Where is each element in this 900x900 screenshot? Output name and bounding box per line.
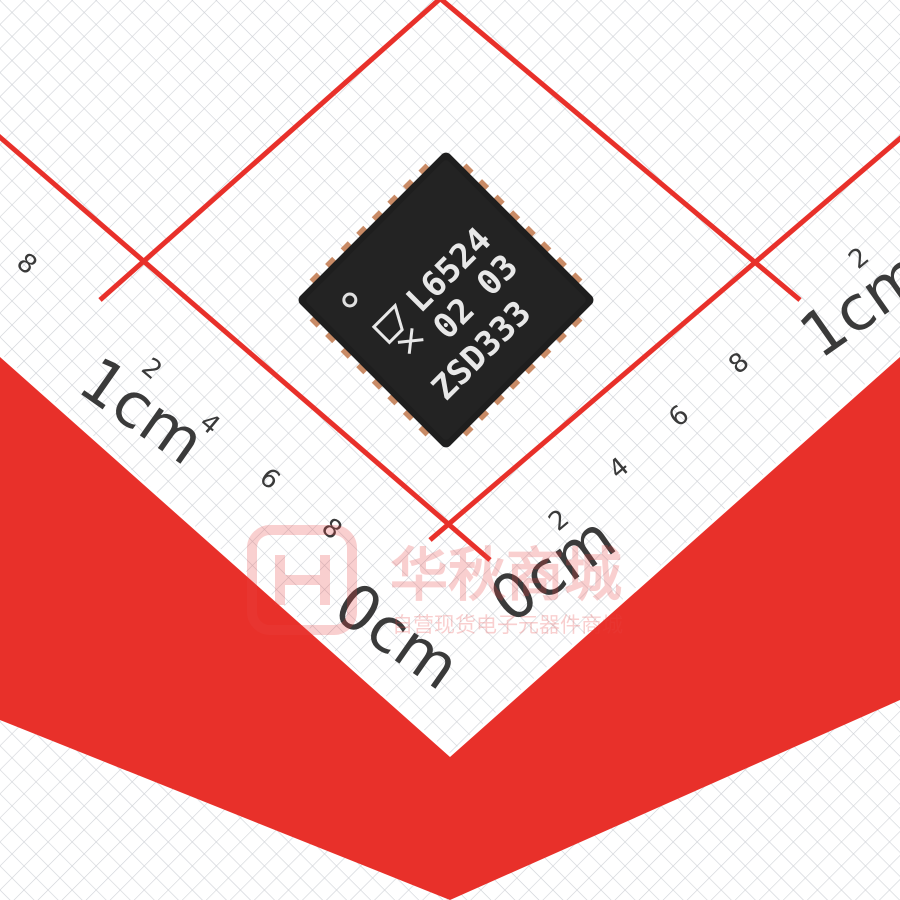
chip-pin [554,330,567,344]
chip-pin [387,392,401,406]
pin1-dot-icon [342,292,358,308]
chip-pin [569,272,583,286]
ruler-band-edge [0,353,900,758]
chip-pins [309,163,583,437]
qfn-chip [298,152,594,448]
hqchip-logo-icon [247,525,357,635]
chip-pin [507,210,521,223]
chip-pin [325,330,338,344]
chip-pin [371,377,385,390]
chip-pin [356,361,369,375]
watermark-subtitle: 自营现货电子元器件商城 [392,613,623,637]
chip-pin [371,210,385,223]
chip-pin [356,225,369,239]
chip-pin [476,408,490,421]
chip-pin [418,163,432,177]
ruler-band [0,355,900,900]
chip-pin [538,241,552,255]
watermark: 华秋商城 自营现货电子元器件商城 [247,525,623,637]
chip-pin [523,225,536,239]
chip-pin [325,256,338,270]
chip-pin [476,179,490,192]
chip-pin [402,179,416,192]
chip-pin [402,408,416,421]
st-logo-icon [371,302,424,354]
chip-pin [460,163,474,177]
chip-pin [309,314,323,328]
chip-pin [491,392,505,406]
chip-pin [340,241,354,255]
watermark-title: 华秋商城 [390,541,622,609]
chip-pin [538,345,552,359]
chip-pin [569,314,583,328]
chip-pin [309,272,323,286]
chip-pin [387,194,401,208]
chip-pin [507,377,521,390]
chip-pin [340,345,354,359]
red-guide-lines [0,0,900,562]
chip-pin [554,256,567,270]
chip-pin [460,423,474,437]
chip-pin [491,194,505,208]
chip-pin [418,423,432,437]
chip-pin [523,361,536,375]
